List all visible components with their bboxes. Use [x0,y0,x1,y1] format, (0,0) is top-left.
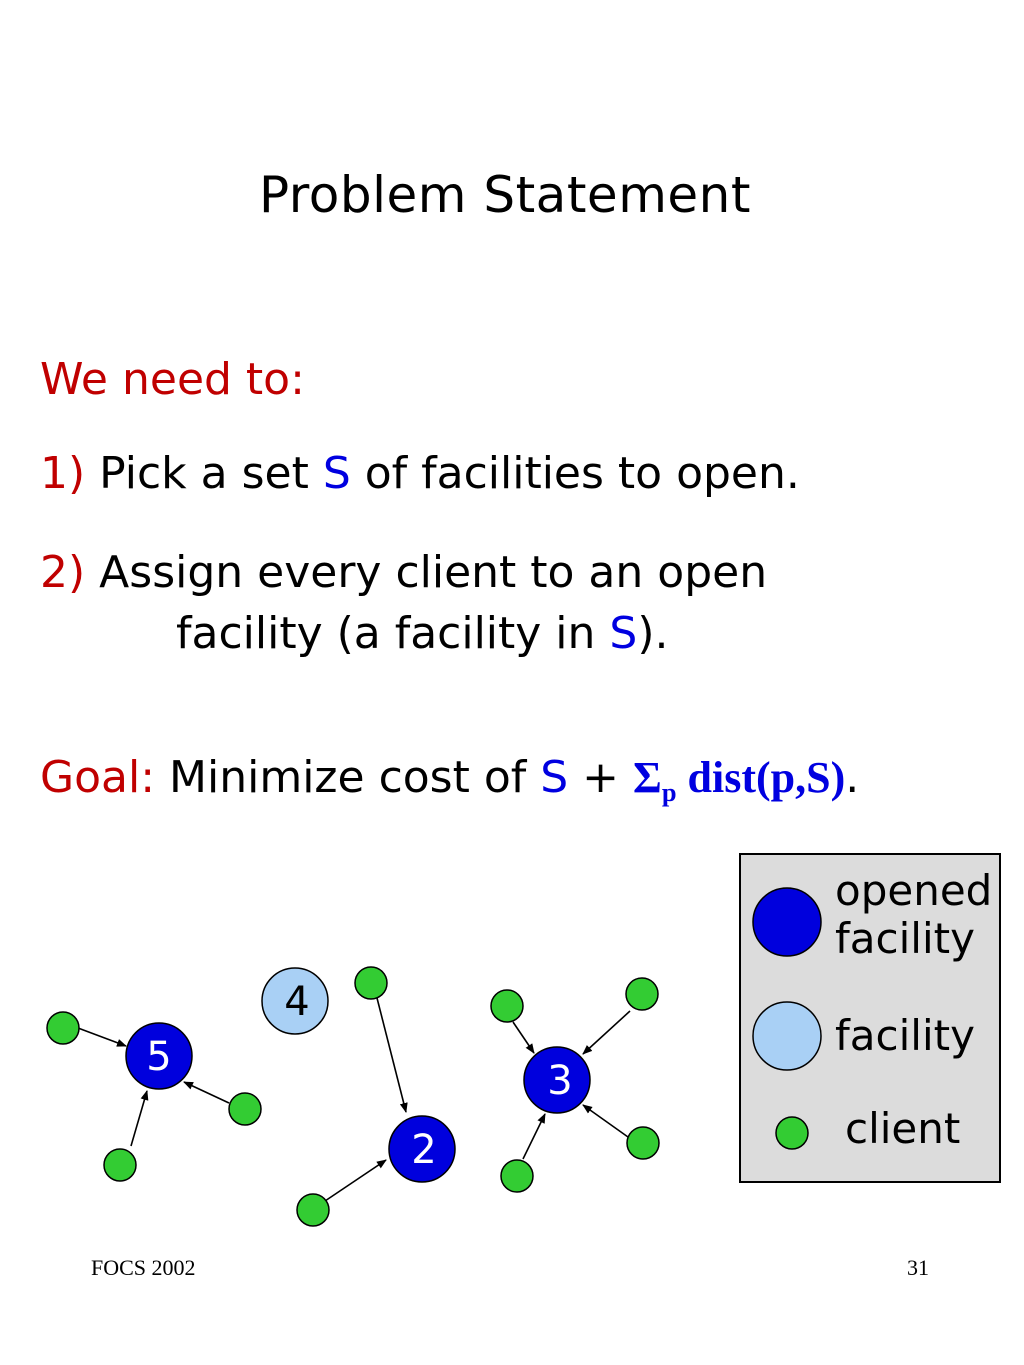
step-2-post: ). [637,608,669,659]
edge [582,1010,631,1055]
step-2-pre: Assign every client to an open [99,547,768,598]
goal-plus: + [568,752,634,803]
edge [512,1021,535,1054]
sigma-symbol: Σ [633,753,662,802]
legend-opened-line-2: facility [835,914,975,963]
goal-line: Goal: Minimize cost of S + Σp dist(p,S). [40,752,859,808]
edge [77,1027,127,1047]
client-node [46,1011,80,1045]
legend-opened-label: opened facility [835,867,992,963]
step-1: 1) Pick a set S of facilities to open. [40,448,800,499]
step-2-pre2: facility (a facility in [176,608,610,659]
slide-title: Problem Statement [259,166,751,224]
opened-facility-2 [388,1115,456,1183]
opened-facility-5 [125,1022,193,1090]
client-node [626,1126,660,1160]
intro-text: We need to: [40,354,305,405]
goal-end: . [845,752,860,803]
step-1-pre: Pick a set [99,448,323,499]
edge [522,1113,546,1160]
edge [130,1090,149,1147]
facility-diagram: 5 4 2 3 [46,966,660,1227]
legend-opened-line-1: opened [835,866,993,915]
goal-label: Goal: [40,752,156,803]
edge [376,997,408,1113]
page-number: 31 [907,1255,929,1280]
client-node [500,1159,534,1193]
facility-label: 4 [284,979,309,1025]
step-2-set: S [609,608,638,659]
step-2: 2) Assign every client to an open [40,547,767,598]
goal-set: S [540,752,569,803]
client-node [354,966,388,1000]
facility-label: 5 [146,1034,171,1080]
step-1-set: S [322,448,351,499]
step-2-continued: facility (a facility in S). [176,608,669,659]
legend: opened facility facility client [739,853,1001,1183]
legend-facility-label: facility [835,1011,975,1060]
goal-text: Minimize cost of [169,752,541,803]
footer-left: FOCS 2002 [91,1255,196,1280]
edge [324,1159,387,1202]
client-node [296,1193,330,1227]
edge [183,1081,230,1104]
sigma-subscript: p [661,777,677,808]
legend-client-label: client [845,1104,961,1153]
goal-formula: Σp dist(p,S) [633,753,846,807]
legend-client-symbol [775,1116,809,1150]
edge [582,1104,629,1138]
client-node [103,1148,137,1182]
legend-opened-facility-symbol [752,887,822,957]
step-2-number: 2) [40,547,86,598]
step-1-post: of facilities to open. [350,448,800,499]
legend-facility-symbol [752,1001,822,1071]
goal-dist: dist(p,S) [676,753,846,802]
facility-label: 3 [547,1058,572,1104]
opened-facility-3 [523,1046,591,1114]
client-node [490,989,524,1023]
client-node [625,977,659,1011]
step-1-number: 1) [40,448,86,499]
legend-symbols [752,887,822,1150]
facility-label: 2 [411,1127,436,1173]
client-node [228,1092,262,1126]
facility-4 [261,967,329,1035]
assignment-edges [77,997,631,1202]
